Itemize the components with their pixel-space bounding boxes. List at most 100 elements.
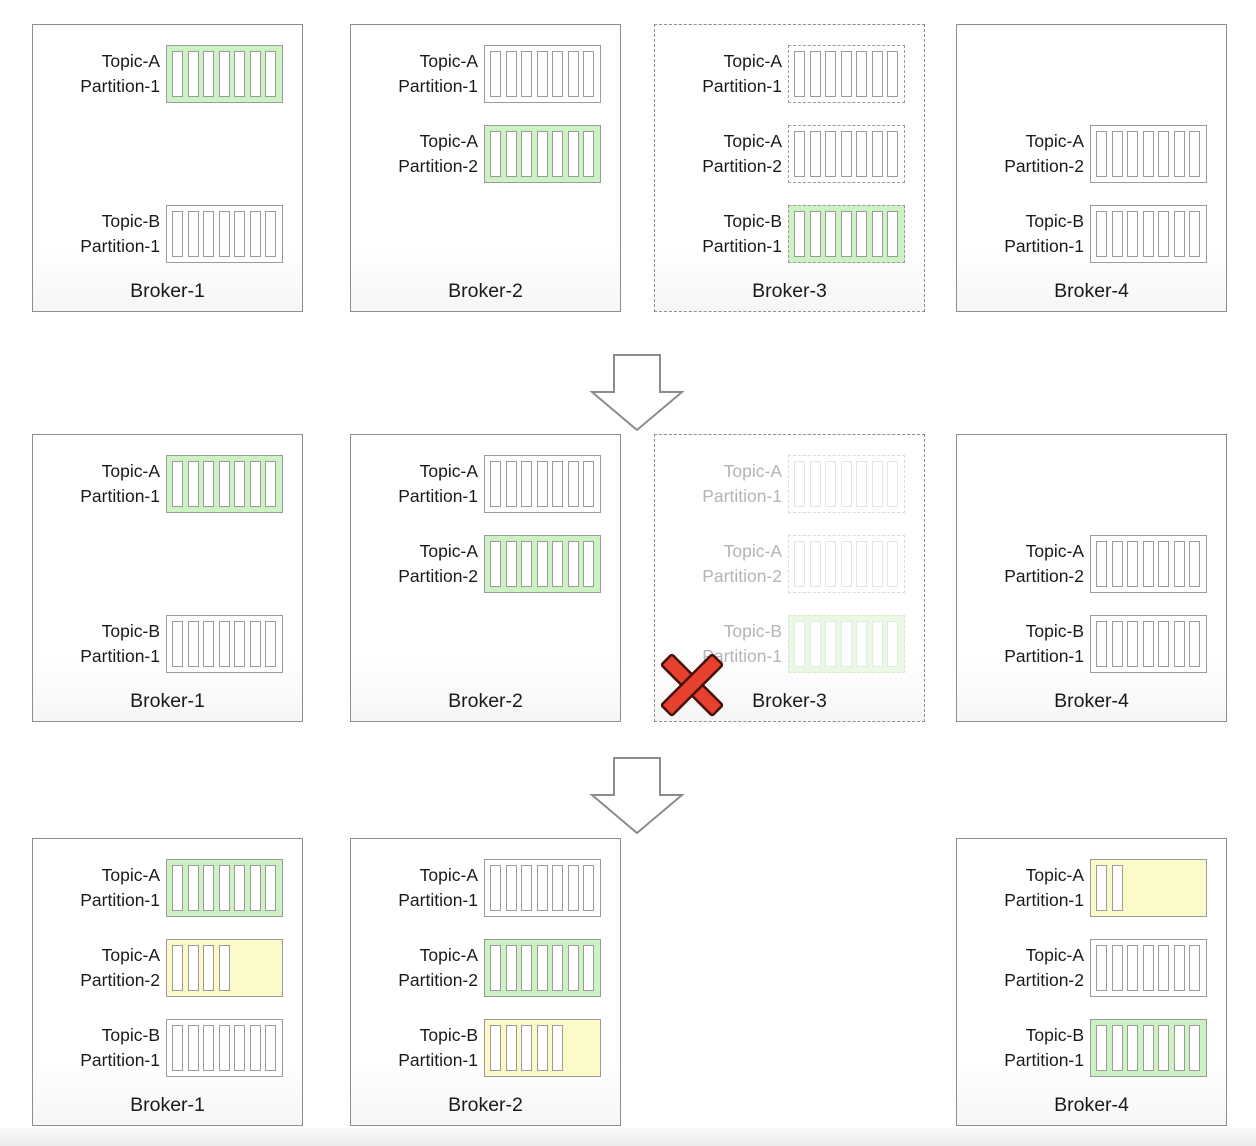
log-segment-bar xyxy=(265,621,276,667)
topic-name-text: Topic-B xyxy=(1025,1025,1084,1045)
log-segment-bar xyxy=(552,945,563,991)
log-segment-bar xyxy=(809,461,821,507)
log-segment-bar xyxy=(552,541,563,587)
log-segment-bar xyxy=(218,865,230,911)
topic-name-text: Topic-A xyxy=(1025,865,1084,885)
log-segment-bar xyxy=(1096,865,1107,911)
partition-topic-b-partition-1: Topic-B Partition-1 xyxy=(957,1019,1226,1077)
broker-label: Broker-3 xyxy=(752,690,827,712)
log-segment-bar xyxy=(505,541,517,587)
log-segment-bar xyxy=(490,945,501,991)
broker-label: Broker-4 xyxy=(1054,1094,1129,1116)
log-segment-bar xyxy=(536,541,548,587)
log-segment-bar xyxy=(1111,621,1123,667)
partition-name-text: Partition-1 xyxy=(80,236,160,256)
topic-name-text: Topic-A xyxy=(419,541,478,561)
partition-log-block xyxy=(166,615,283,673)
log-segment-bar xyxy=(218,211,230,257)
log-segment-bar xyxy=(887,621,898,667)
log-segment-bar xyxy=(490,51,501,97)
partition-log-block xyxy=(1090,535,1207,593)
partition-log-block xyxy=(1090,125,1207,183)
log-segment-bar xyxy=(521,461,532,507)
log-segment-bar xyxy=(490,1025,501,1071)
log-segment-bar xyxy=(521,131,532,177)
broker-label: Broker-2 xyxy=(448,690,523,712)
log-segment-bar xyxy=(1111,1025,1123,1071)
log-segment-bar xyxy=(172,211,183,257)
log-segment-bar xyxy=(871,541,883,587)
partition-log-block xyxy=(484,939,601,997)
log-segment-bar xyxy=(825,621,836,667)
log-segment-bar xyxy=(1111,865,1123,911)
log-segment-bar xyxy=(567,541,579,587)
log-segment-bar xyxy=(1173,211,1185,257)
log-segment-bar xyxy=(567,461,579,507)
partition-name-text: Partition-1 xyxy=(1004,1050,1084,1070)
log-segment-bar xyxy=(871,131,883,177)
partition-log-block xyxy=(484,535,601,593)
log-segment-bar xyxy=(552,1025,563,1071)
broker-failure-x-icon xyxy=(660,653,724,717)
log-segment-bar xyxy=(1173,621,1185,667)
broker-label: Broker-2 xyxy=(448,280,523,302)
log-segment-bar xyxy=(1127,131,1138,177)
topic-name-text: Topic-A xyxy=(1025,131,1084,151)
log-segment-bar xyxy=(1142,541,1154,587)
log-segment-bar xyxy=(1189,211,1200,257)
log-segment-bar xyxy=(187,461,199,507)
log-segment-bar xyxy=(203,51,214,97)
log-segment-bar xyxy=(1173,945,1185,991)
down-arrow-icon xyxy=(589,354,685,432)
log-segment-bar xyxy=(825,211,836,257)
log-segment-bar xyxy=(505,865,517,911)
topic-name-text: Topic-A xyxy=(723,461,782,481)
topic-name-text: Topic-A xyxy=(101,51,160,71)
log-segment-bar xyxy=(521,865,532,911)
log-segment-bar xyxy=(856,211,867,257)
log-segment-bar xyxy=(825,461,836,507)
log-segment-bar xyxy=(249,621,261,667)
log-segment-bar xyxy=(536,131,548,177)
log-segment-bar xyxy=(1096,1025,1107,1071)
log-segment-bar xyxy=(794,131,805,177)
log-segment-bar xyxy=(187,51,199,97)
topic-name-text: Topic-A xyxy=(101,865,160,885)
partition-name-text: Partition-2 xyxy=(702,566,782,586)
partition-name-text: Partition-1 xyxy=(1004,646,1084,666)
partition-name-text: Partition-2 xyxy=(398,156,478,176)
topic-name-text: Topic-A xyxy=(419,865,478,885)
log-segment-bar xyxy=(536,945,548,991)
topic-name-text: Topic-A xyxy=(419,51,478,71)
log-segment-bar xyxy=(172,945,183,991)
log-segment-bar xyxy=(552,51,563,97)
log-segment-bar xyxy=(249,211,261,257)
log-segment-bar xyxy=(490,131,501,177)
log-segment-bar xyxy=(1158,211,1169,257)
topic-name-text: Topic-B xyxy=(1025,621,1084,641)
partition-log-block xyxy=(1090,939,1207,997)
log-segment-bar xyxy=(567,131,579,177)
log-segment-bar xyxy=(1158,1025,1169,1071)
log-segment-bar xyxy=(1142,1025,1154,1071)
log-segment-bar xyxy=(840,461,852,507)
log-segment-bar xyxy=(249,51,261,97)
log-segment-bar xyxy=(583,131,594,177)
topic-name-text: Topic-A xyxy=(419,945,478,965)
log-segment-bar xyxy=(187,945,199,991)
log-segment-bar xyxy=(1127,945,1138,991)
